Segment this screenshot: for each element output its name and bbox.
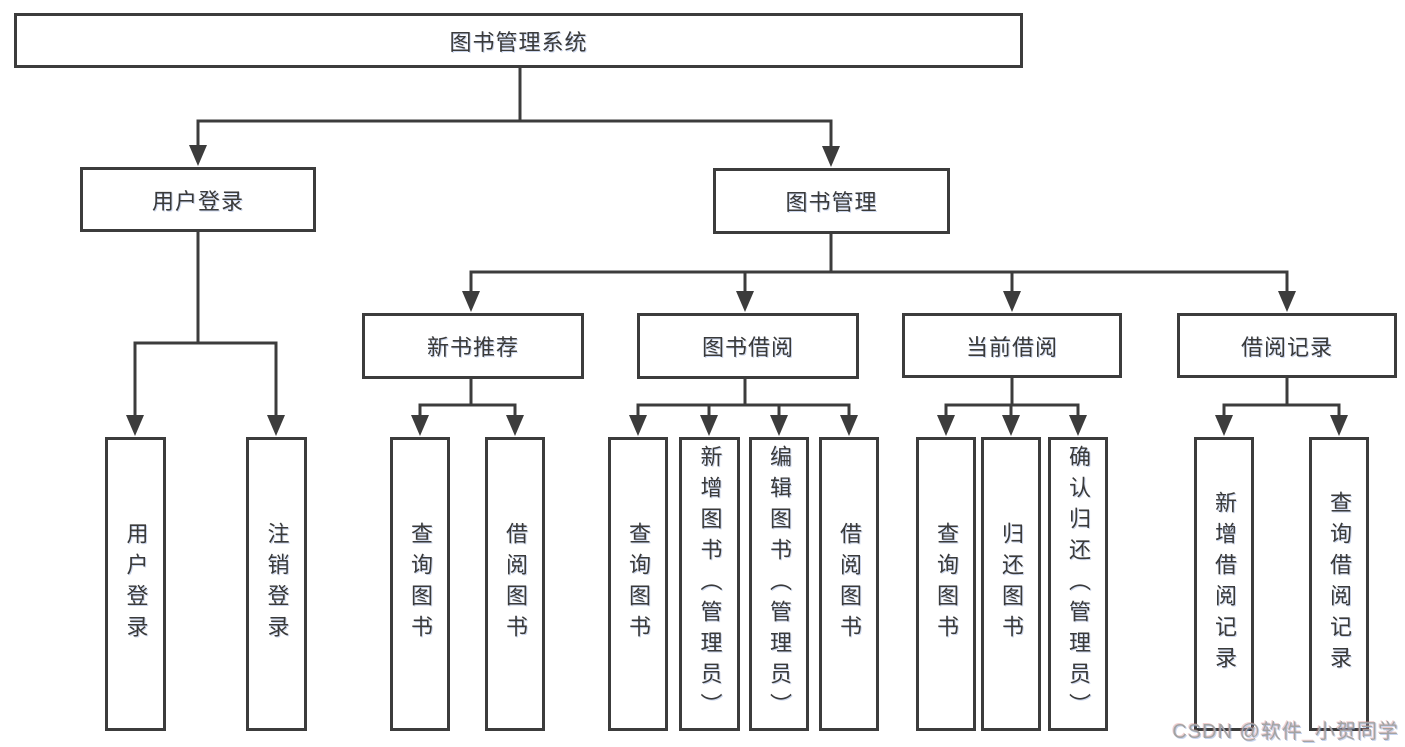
node-label: 当前借阅 <box>965 334 1058 360</box>
node-label: 查询图书 <box>408 522 433 646</box>
leaf-recommend-borrow-book: 借阅图书 <box>485 437 545 731</box>
node-label: 图书管理 <box>785 190 878 215</box>
node-label: 新书推荐 <box>426 335 519 360</box>
csdn-watermark: CSDN @软件_小贺同学 <box>1172 721 1399 743</box>
node-label: 借阅图书 <box>837 522 862 646</box>
node-label: 编辑图书（管理员） <box>767 444 792 724</box>
arrowhead-down-icon <box>1002 415 1020 436</box>
node-label: 图书管理系统 <box>449 29 588 55</box>
node-label: 确认归还（管理员） <box>1066 444 1091 724</box>
node-label: 用户登录 <box>123 522 149 646</box>
arrowhead-down-icon <box>937 415 955 436</box>
connector-root-to-level2 <box>196 66 833 153</box>
arrowhead-down-icon <box>840 415 858 436</box>
arrowhead-down-icon <box>1215 415 1233 436</box>
node-book-management: 图书管理 <box>713 168 950 234</box>
leaf-borrow-query-book: 查询图书 <box>608 437 668 731</box>
node-current-borrowing: 当前借阅 <box>902 313 1122 378</box>
connector-current-to-leaves <box>944 376 1080 424</box>
arrowhead-down-icon <box>1330 415 1348 436</box>
connector-login-to-leaves <box>133 230 278 424</box>
node-user-login: 用户登录 <box>80 167 316 232</box>
arrowhead-down-icon <box>629 415 647 436</box>
connector-record-to-leaves <box>1222 376 1341 424</box>
leaf-borrow-borrow-book: 借阅图书 <box>819 437 879 731</box>
node-root-system: 图书管理系统 <box>14 13 1023 68</box>
node-label: 注销登录 <box>264 522 290 646</box>
arrowhead-down-icon <box>770 415 788 436</box>
arrowhead-down-icon <box>822 146 840 167</box>
leaf-record-query-record: 查询借阅记录 <box>1309 437 1369 731</box>
leaf-borrow-add-book-admin: 新增图书（管理员） <box>679 437 740 731</box>
connector-mgmt-to-level3 <box>469 232 1289 299</box>
leaf-logout: 注销登录 <box>246 437 307 731</box>
node-label: 查询图书 <box>626 522 651 646</box>
leaf-borrow-edit-book-admin: 编辑图书（管理员） <box>749 437 809 731</box>
node-label: 图书借阅 <box>701 335 794 360</box>
node-label: 用户登录 <box>151 188 244 214</box>
arrowhead-down-icon <box>126 415 144 436</box>
node-new-book-recommendation: 新书推荐 <box>362 313 584 379</box>
arrowhead-down-icon <box>1003 291 1021 312</box>
connector-recommend-to-leaves <box>418 377 517 424</box>
arrowhead-down-icon <box>1278 291 1296 312</box>
node-label: 查询图书 <box>934 522 959 646</box>
leaf-record-add-record: 新增借阅记录 <box>1194 437 1254 731</box>
leaf-current-query-book: 查询图书 <box>916 437 976 731</box>
node-label: 借阅图书 <box>503 522 528 646</box>
node-borrowing-records: 借阅记录 <box>1177 313 1397 378</box>
arrowhead-down-icon <box>736 291 754 312</box>
leaf-user-login: 用户登录 <box>105 437 166 731</box>
connector-borrow-to-leaves <box>636 377 851 424</box>
arrowhead-down-icon <box>189 145 207 166</box>
leaf-current-confirm-return-admin: 确认归还（管理员） <box>1048 437 1108 731</box>
node-label: 借阅记录 <box>1240 334 1333 360</box>
node-label: 新增借阅记录 <box>1212 491 1237 677</box>
arrowhead-down-icon <box>1069 415 1087 436</box>
arrowhead-down-icon <box>411 415 429 436</box>
arrowhead-down-icon <box>267 415 285 436</box>
node-label: 归还图书 <box>999 522 1024 646</box>
arrowhead-down-icon <box>506 415 524 436</box>
arrowheads <box>126 145 1348 436</box>
node-label: 查询借阅记录 <box>1327 491 1352 677</box>
node-label: 新增图书（管理员） <box>697 444 723 724</box>
node-book-borrowing: 图书借阅 <box>637 313 859 379</box>
leaf-current-return-book: 归还图书 <box>981 437 1041 731</box>
arrowhead-down-icon <box>700 415 718 436</box>
leaf-recommend-query-book: 查询图书 <box>390 437 450 731</box>
arrowhead-down-icon <box>462 291 480 312</box>
